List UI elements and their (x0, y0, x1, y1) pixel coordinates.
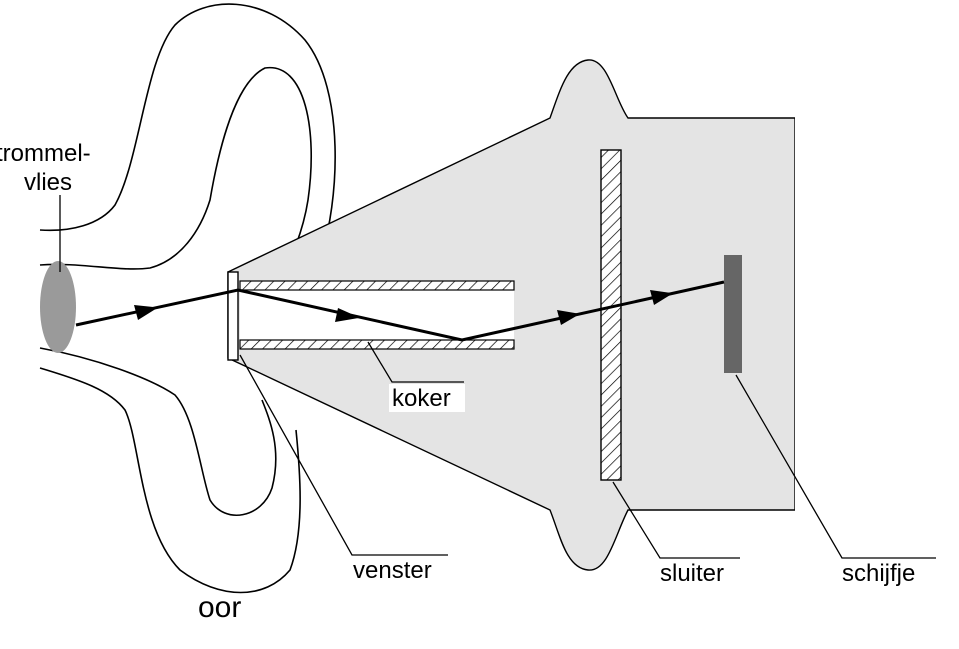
device-right-edge-mask (795, 117, 799, 512)
label-venster: venster (353, 557, 432, 584)
trommelvlies-eardrum (40, 261, 76, 353)
venster-leader-line (239, 354, 448, 556)
venster-window (227, 271, 239, 361)
koker-tube-bottom-wall (239, 339, 515, 350)
ray-arrowhead-3 (557, 310, 580, 325)
sluiter-leader-line (612, 481, 740, 559)
schijfje-disc (724, 255, 742, 373)
ray-arrowhead-4 (650, 290, 673, 305)
koker-tube-top-wall (239, 280, 515, 291)
ear-lower-outer-outline (39, 367, 301, 594)
label-sluiter: sluiter (660, 560, 724, 587)
ear-lower-inner-outline (39, 347, 277, 517)
label-koker: koker (392, 385, 451, 412)
label-oor: oor (198, 591, 241, 624)
label-schijfje: schijfje (842, 560, 915, 587)
koker-tube-interior (240, 290, 514, 340)
koker-leader-line (367, 341, 464, 383)
label-trommelvlies-line2: vlies (24, 169, 72, 196)
sluiter-shutter (600, 149, 622, 481)
ray-arrowhead-1 (134, 305, 158, 320)
label-koker-background (389, 384, 465, 412)
schijfje-leader-line (735, 374, 936, 559)
ray-arrowhead-2 (335, 308, 360, 322)
ear-inner-outline (39, 67, 313, 276)
label-trommelvlies-line1: trommel- (0, 140, 91, 167)
ear-outer-outline (39, 3, 336, 261)
